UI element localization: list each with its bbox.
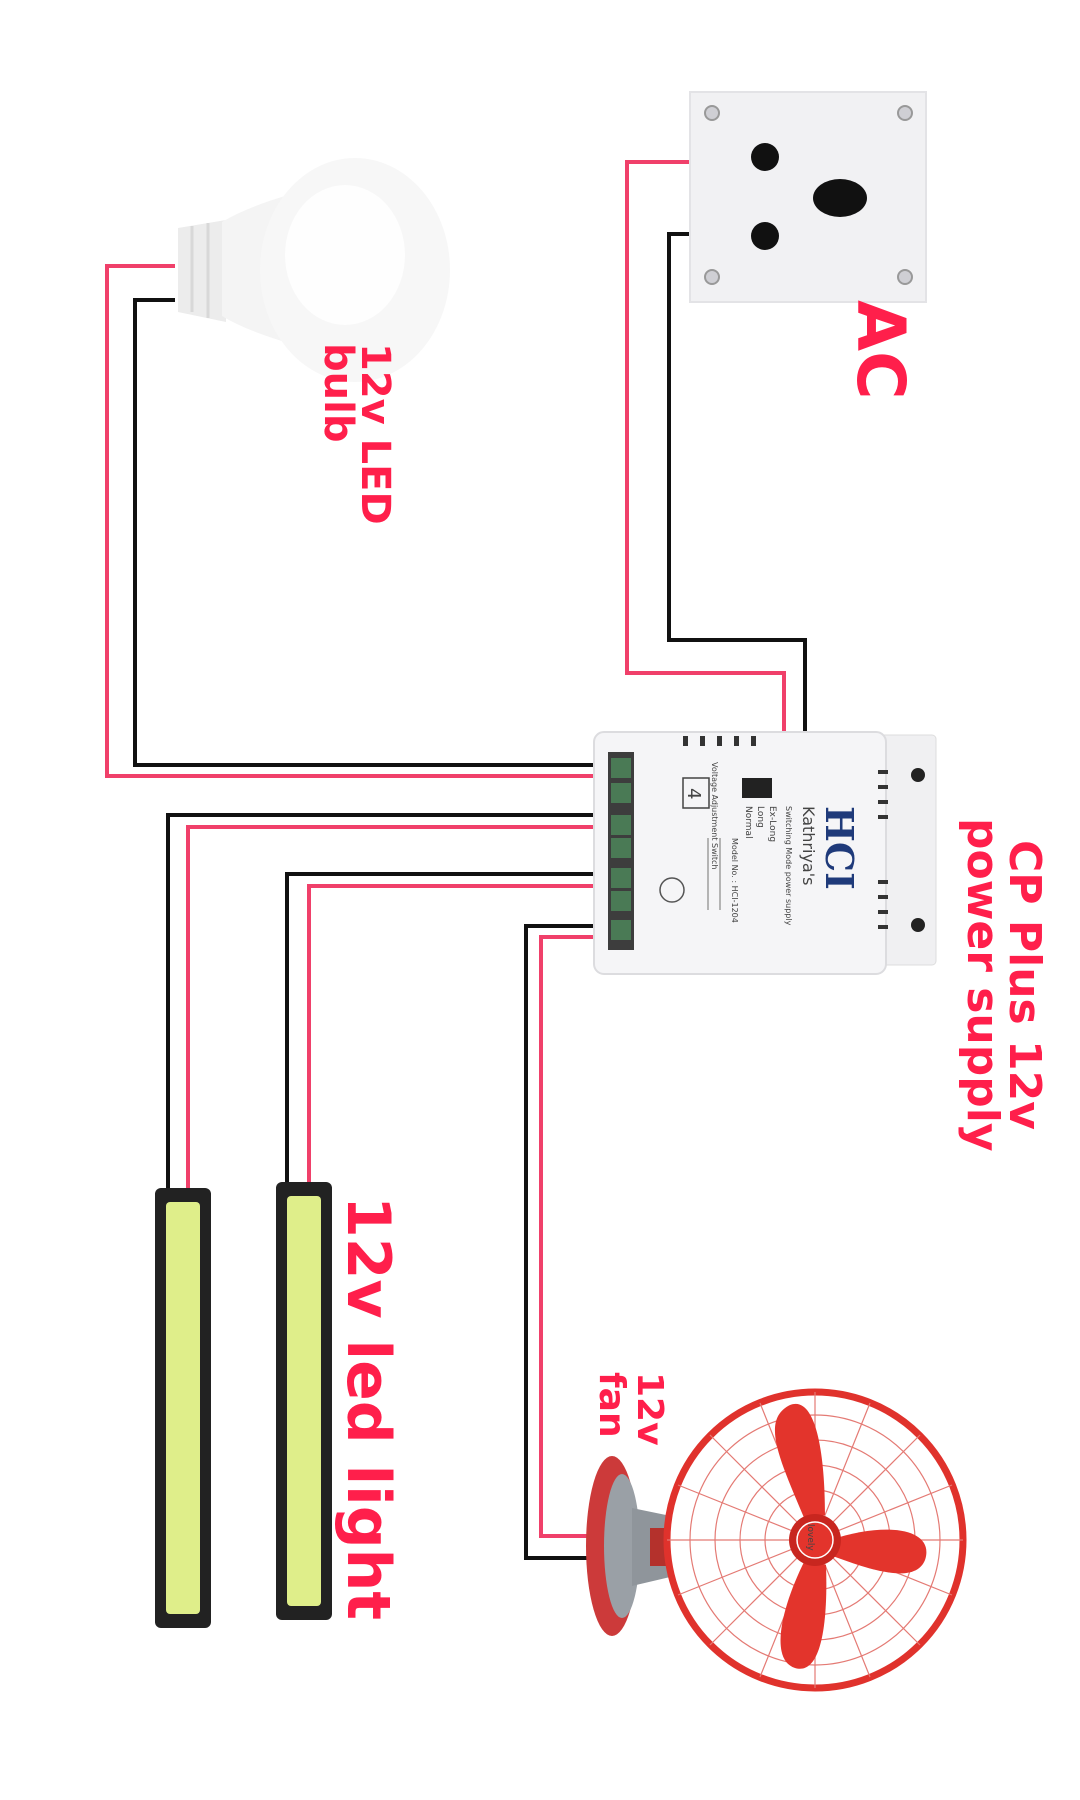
channel-count: 4 [683, 788, 704, 799]
fan-label-line1: 12v [629, 1372, 670, 1446]
wire-fan-black [524, 924, 612, 1560]
led-light-1 [155, 1188, 211, 1628]
fan-label-line2: fan [591, 1372, 632, 1438]
wire-led2-red [307, 884, 612, 1182]
psu-label-line2: power supply [957, 818, 1008, 1152]
voltage-adjust-switch[interactable] [742, 778, 772, 798]
power-supply: Voltage Adjustment Switch Ex-Long Long N… [593, 731, 937, 975]
bulb-label-line2: bulb [315, 343, 361, 442]
wire-led1-black [166, 813, 612, 1188]
fan-blade-1 [774, 1403, 825, 1520]
socket-pin-top [751, 143, 779, 171]
wire-ac-black [667, 232, 807, 732]
switch-opt-3: Normal [743, 806, 753, 839]
wire-fan-red [539, 935, 612, 1538]
mount-hole-top [911, 768, 925, 782]
psu-sub-brand: Kathriya's [799, 806, 818, 885]
led-bulb [178, 158, 450, 382]
wire-bulb-black [133, 298, 612, 767]
bulb-label-line1: 12v LED [352, 343, 398, 525]
fan-blade-2 [830, 1529, 927, 1574]
psu-brand: HCI [817, 806, 862, 890]
fan: lovely [586, 1388, 967, 1692]
psu-type: Switching Mode power supply [784, 806, 793, 926]
led-light-2 [276, 1182, 332, 1620]
wire-ac-red [625, 160, 786, 732]
socket-pin-bottom [751, 222, 779, 250]
fan-blade-3 [780, 1560, 827, 1669]
psu-label-line1: CP Plus 12v [999, 840, 1050, 1130]
ac-socket [689, 91, 927, 303]
switch-opt-1: Ex-Long [767, 806, 777, 842]
wire-led2-black [285, 872, 612, 1182]
wire-bulb-red [105, 264, 612, 778]
wire-led1-red [186, 825, 612, 1188]
psu-model: Model No. : HCI-1204 [730, 838, 739, 923]
switch-opt-2: Long [755, 806, 765, 828]
fan-brand: lovely [805, 1524, 815, 1551]
switch-title: Voltage Adjustment Switch [710, 762, 719, 869]
ac-label: AC [842, 300, 919, 400]
mount-hole-bottom [911, 918, 925, 932]
led-light-label: 12v led light [333, 1196, 403, 1620]
